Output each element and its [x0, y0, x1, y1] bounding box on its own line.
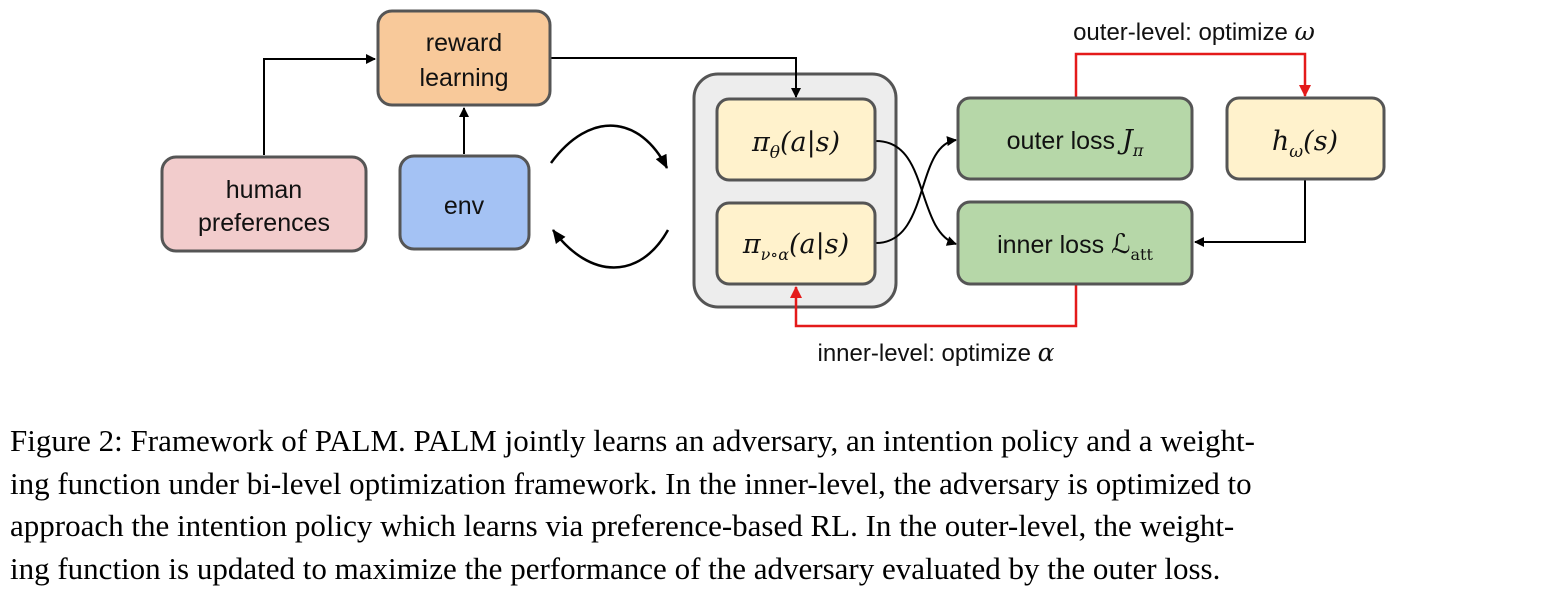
pi-nu-alpha-node: πν∘α(a|s) [715, 201, 877, 286]
inner-loss-text: inner loss [997, 231, 1111, 259]
pi-nu-alpha-symbol: π [742, 229, 762, 260]
reward-learning-line1: reward [426, 29, 502, 57]
human-preferences-line1: human [226, 176, 302, 204]
h-omega-subscript: ω [1289, 142, 1303, 162]
outer-level-label: outer-level: optimize ω [1073, 17, 1315, 46]
svg-text:πθ(a|s): πθ(a|s) [751, 127, 840, 163]
env-label: env [444, 192, 485, 220]
cycle-arrow-bottom [551, 229, 670, 269]
outer-level-text: outer-level: optimize [1073, 19, 1294, 46]
cycle-arrow-top [549, 124, 669, 169]
outer-loss-symbol: J [1117, 125, 1135, 156]
env-node: env [398, 154, 531, 251]
inner-loss-symbol: ℒ [1111, 229, 1130, 260]
pi-nu-alpha-argument: (a|s) [789, 229, 849, 260]
inner-level-text: inner-level: optimize [818, 340, 1038, 367]
outer-loss-text: outer loss [1007, 127, 1122, 155]
h-omega-node: hω(s) [1225, 96, 1386, 181]
pi-theta-subscript: θ [770, 143, 780, 163]
arrow-human-to-reward [263, 54, 376, 155]
outer-level-symbol: ω [1295, 17, 1315, 46]
framework-diagram: reward learning human preferences env πθ… [160, 9, 1386, 367]
caption-line-4: ing function is updated to maximize the … [10, 550, 1221, 586]
outer-level-arrow [1074, 52, 1311, 97]
pi-nu-alpha-subscript: ν∘α [761, 245, 790, 264]
arrow-pi-theta-to-inner-loss [875, 140, 957, 246]
inner-loss-subscript: att [1131, 245, 1154, 264]
caption-line-1: Figure 2: Framework of PALM. PALM jointl… [10, 423, 1255, 458]
caption-line-3: approach the intention policy which lear… [10, 508, 1235, 543]
inner-loss-node: inner loss ℒatt [956, 200, 1194, 286]
pi-theta-symbol: π [751, 127, 771, 158]
outer-loss-subscript: π [1132, 141, 1144, 160]
human-preferences-line2: preferences [198, 209, 330, 237]
inner-level-label: inner-level: optimize α [818, 338, 1055, 367]
reward-learning-node: reward learning [376, 9, 552, 107]
outer-loss-node: outer loss Jπ [956, 96, 1194, 181]
arrow-h-omega-to-inner-loss [1194, 180, 1306, 247]
inner-level-symbol: α [1038, 338, 1055, 367]
figure-caption: Figure 2: Framework of PALM. PALM jointl… [10, 420, 1540, 590]
reward-learning-line2: learning [420, 64, 509, 92]
svg-text:πν∘α(a|s): πν∘α(a|s) [742, 229, 849, 264]
arrow-pi-nu-alpha-to-outer-loss [875, 136, 957, 244]
inner-level-arrow [790, 284, 1078, 328]
svg-text:hω(s): hω(s) [1272, 126, 1338, 162]
human-preferences-node: human preferences [160, 155, 368, 253]
pi-theta-argument: (a|s) [780, 127, 840, 158]
svg-text:inner loss ℒatt: inner loss ℒatt [997, 229, 1153, 264]
caption-line-2: ing function under bi-level optimization… [10, 465, 1252, 501]
svg-text:outer loss Jπ: outer loss Jπ [1007, 125, 1144, 160]
pi-theta-node: πθ(a|s) [715, 97, 877, 182]
arrow-reward-to-pi-theta [550, 57, 801, 98]
h-omega-symbol: h [1272, 126, 1289, 157]
h-omega-argument: (s) [1303, 126, 1338, 157]
